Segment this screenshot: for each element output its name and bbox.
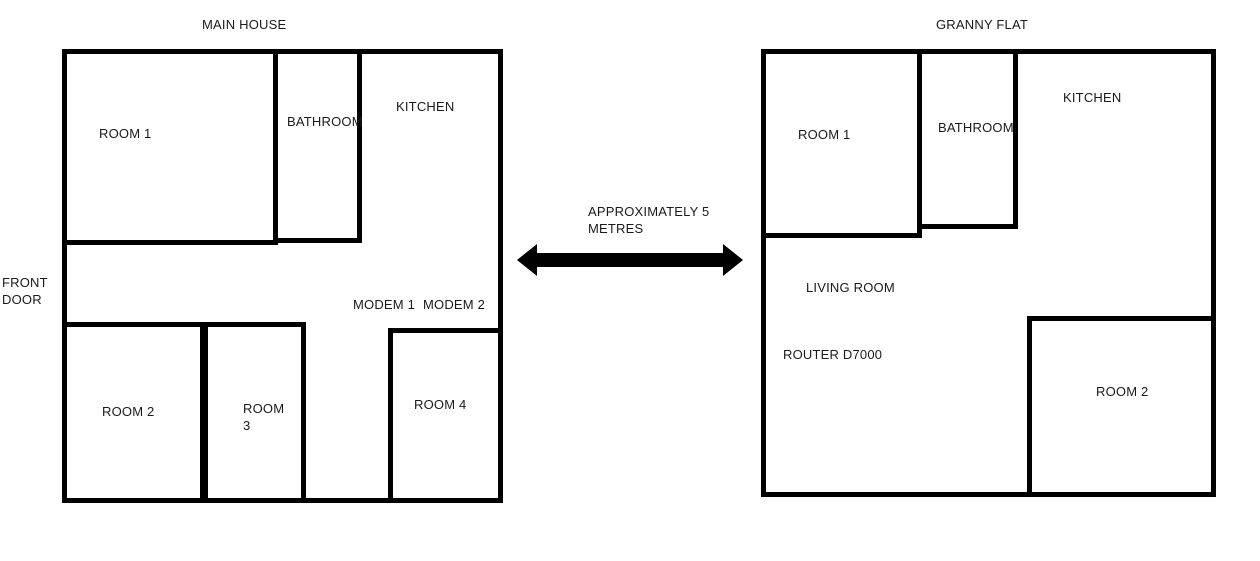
main-house-kitchen-label: KITCHEN xyxy=(396,99,455,114)
granny-flat-bathroom-wall-bottom xyxy=(917,224,1018,229)
main-house-bathroom-wall-right xyxy=(357,54,362,243)
granny-flat-wall-top xyxy=(761,49,1216,54)
main-house-room-3-label: ROOM 3 xyxy=(243,401,285,433)
main-house-wall-right xyxy=(498,49,503,503)
granny-flat-wall-left xyxy=(761,49,766,497)
main-house-bathroom-label: BATHROOM xyxy=(287,114,363,129)
granny-flat-kitchen-label: KITCHEN xyxy=(1063,90,1122,105)
main-house-room-3 xyxy=(203,322,306,503)
granny-flat-room-1-label: ROOM 1 xyxy=(798,127,851,142)
granny-flat-wall-bottom xyxy=(761,492,1216,497)
granny-flat-room-2-label: ROOM 2 xyxy=(1096,384,1149,399)
modem-2-label: MODEM 2 xyxy=(423,297,486,312)
granny-flat-room-1-wall-right xyxy=(917,54,922,233)
main-house-wall-top xyxy=(62,49,503,54)
main-house-bathroom-wall-bottom xyxy=(273,238,362,243)
granny-flat-room-2-wall-left xyxy=(1027,316,1032,497)
front-door-label: FRONT DOOR xyxy=(2,275,48,307)
main-house-title: MAIN HOUSE xyxy=(202,17,287,32)
main-house-room-2 xyxy=(62,322,205,503)
main-house-room-4-label: ROOM 4 xyxy=(414,397,467,412)
granny-flat-wall-right xyxy=(1211,49,1216,497)
main-house-room-2-label: ROOM 2 xyxy=(102,404,155,419)
granny-flat-living-room-label: LIVING ROOM xyxy=(806,280,895,295)
modem-1-label: MODEM 1 xyxy=(353,297,416,312)
router-label: ROUTER D7000 xyxy=(783,347,883,362)
main-house-room-4 xyxy=(388,328,503,503)
granny-flat-room-1-wall-bottom xyxy=(761,233,922,238)
main-house-wall-left xyxy=(62,49,67,503)
main-house-room-1-wall-right xyxy=(273,54,278,243)
main-house-room-1-label: ROOM 1 xyxy=(99,126,152,141)
distance-annotation-label: APPROXIMATELY 5 METRES xyxy=(588,204,710,236)
granny-flat-room-2-wall-top xyxy=(1027,316,1216,321)
granny-flat-title: GRANNY FLAT xyxy=(936,17,1029,32)
granny-flat-bathroom-wall-right xyxy=(1013,54,1018,229)
main-house-room-1-wall-bottom xyxy=(62,240,278,245)
double-headed-arrow-icon xyxy=(517,244,743,276)
granny-flat-bathroom-label: BATHROOM xyxy=(938,120,1014,135)
